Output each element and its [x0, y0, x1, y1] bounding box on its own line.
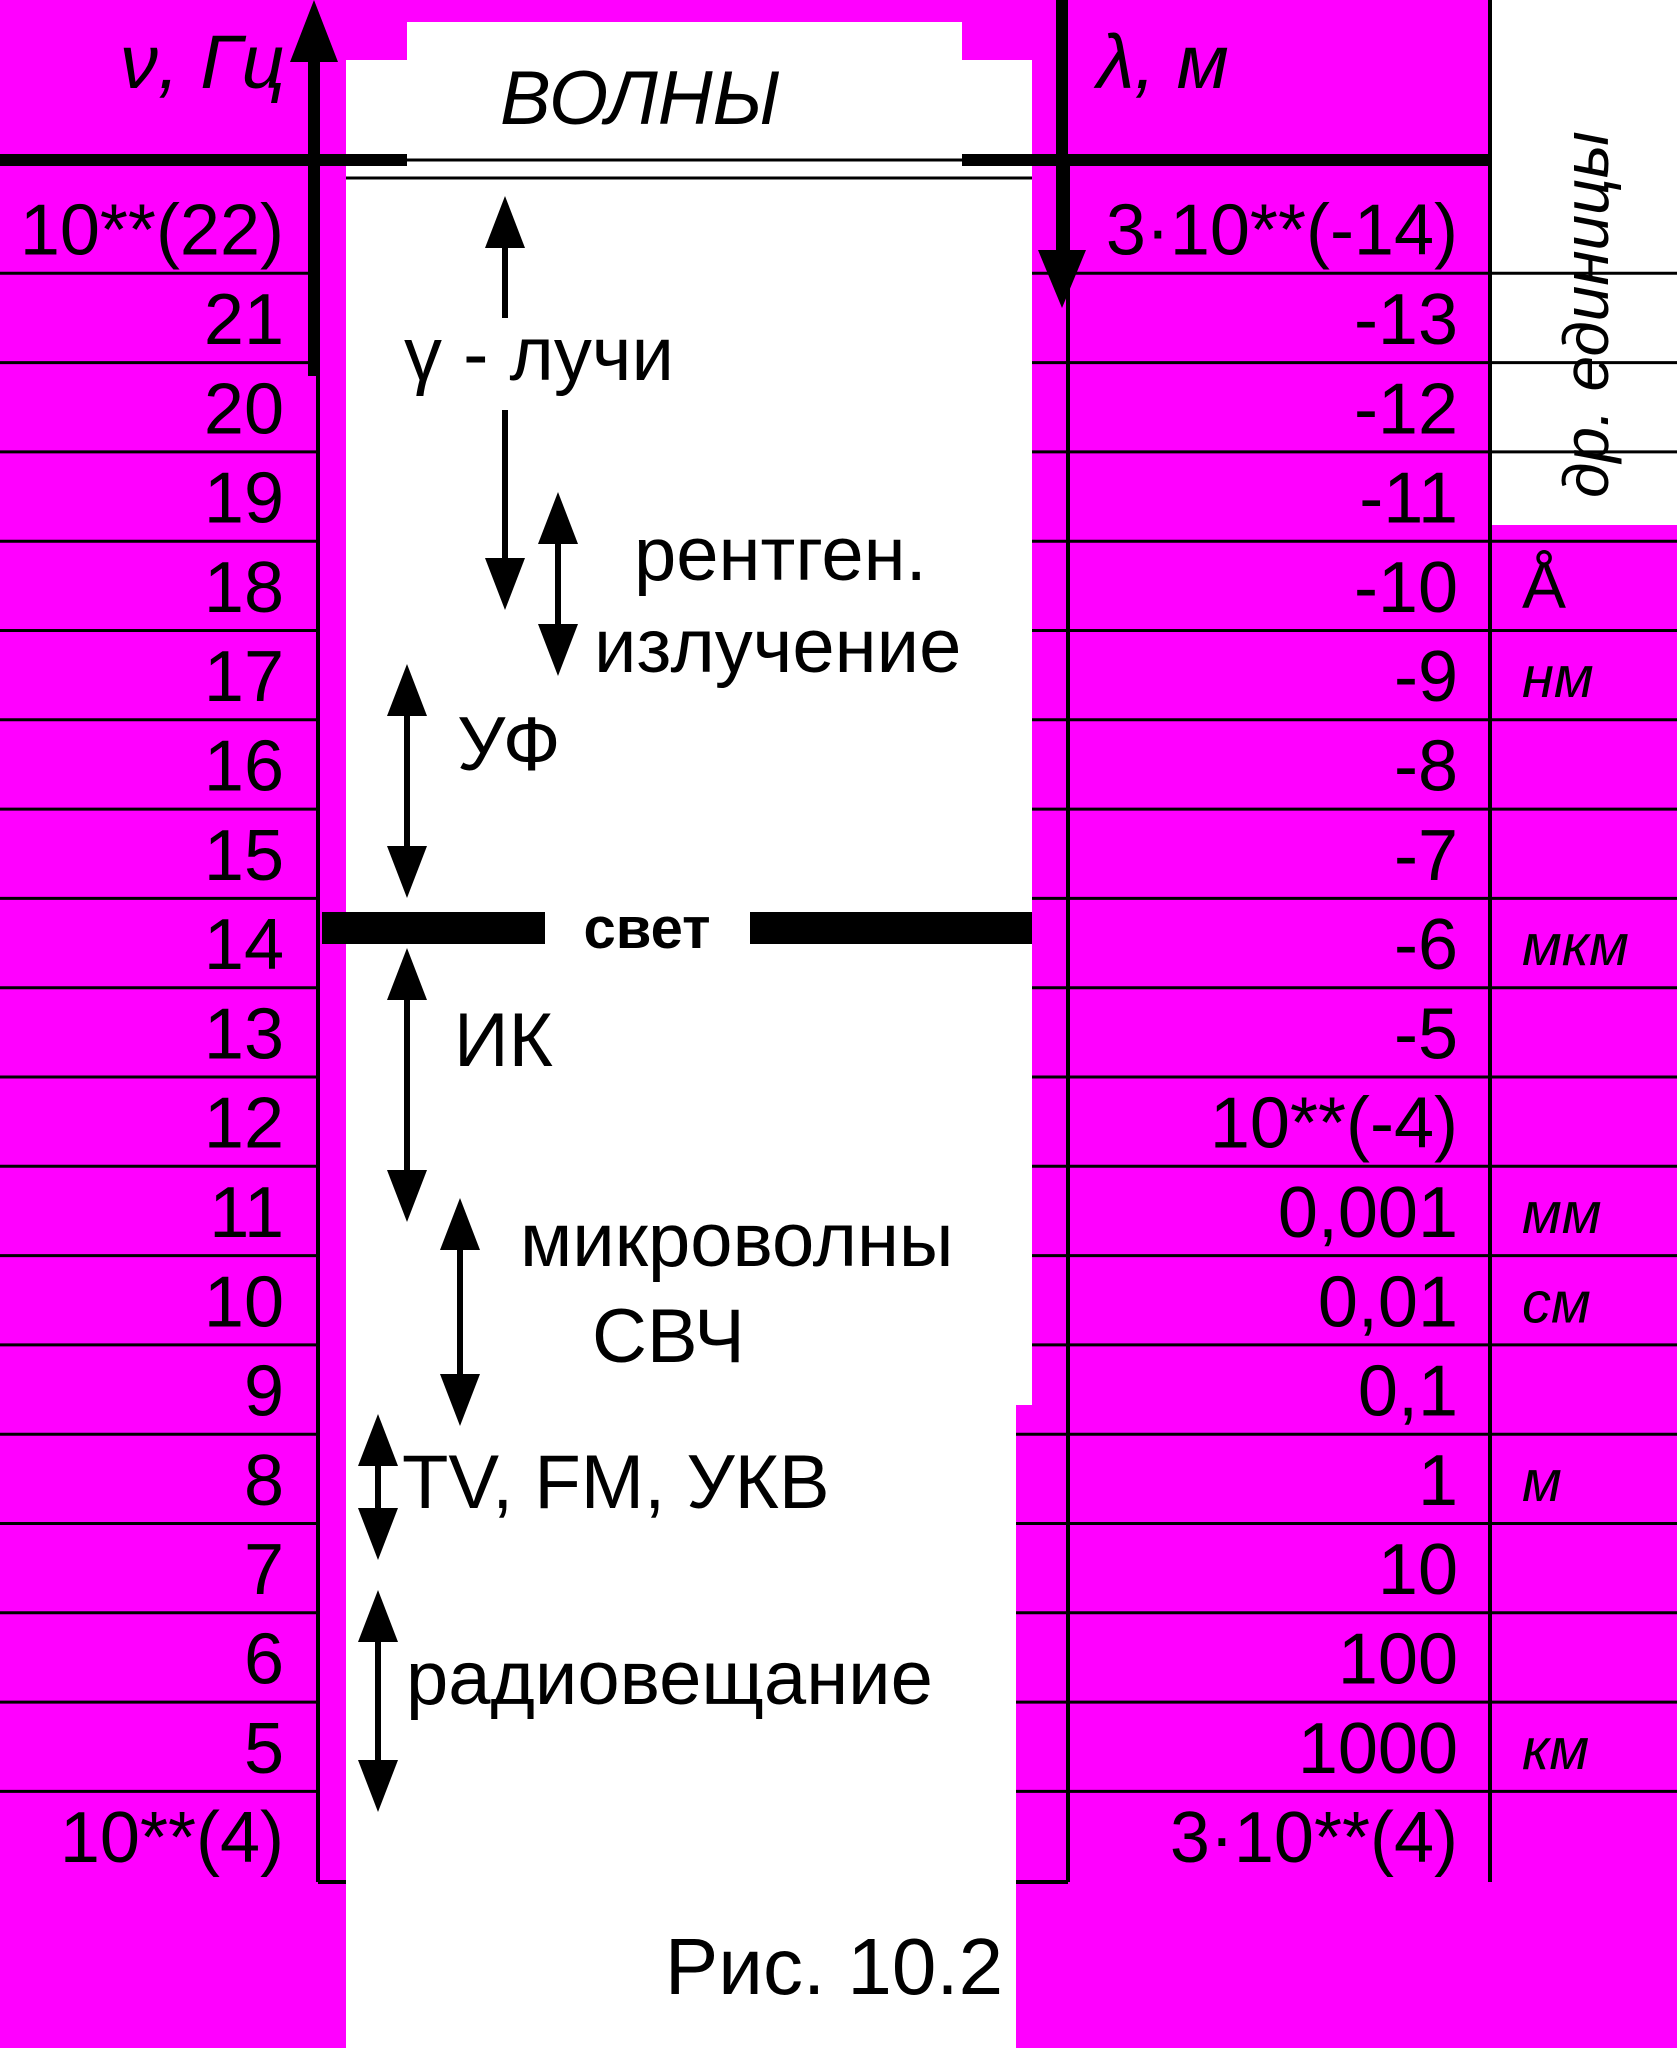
gamma-arrow-up — [485, 196, 525, 318]
unit-label: Å — [1522, 548, 1566, 622]
frequency-label: 14 — [204, 905, 284, 985]
radio-broadcast-label: радиовещание — [406, 1636, 933, 1721]
frequency-label: 9 — [244, 1352, 284, 1432]
unit-label: м — [1522, 1449, 1562, 1514]
unit-label: км — [1522, 1717, 1589, 1782]
ir-arrow — [387, 948, 427, 1222]
frequency-label: 15 — [204, 816, 284, 896]
wavelength-label: -7 — [1394, 816, 1458, 896]
wavelength-label: -5 — [1394, 994, 1458, 1074]
figure-caption: Рис. 10.2 — [665, 1922, 1003, 2011]
wavelength-label: 1000 — [1298, 1709, 1458, 1789]
unit-label: мм — [1522, 1181, 1602, 1246]
frequency-label: 12 — [204, 1084, 284, 1164]
waves-title: ВОЛНЫ — [500, 56, 780, 141]
xray-label-line1: рентген. — [634, 512, 927, 597]
central-panel — [346, 22, 1032, 2048]
row-grid-lines — [0, 271, 1677, 1793]
uv-label: УФ — [457, 702, 561, 787]
vhf-arrow — [358, 1414, 398, 1560]
frequency-label: 10**(4) — [60, 1798, 284, 1878]
microwave-arrow — [440, 1198, 480, 1426]
wavelength-label: 0,1 — [1358, 1352, 1458, 1432]
other-units-header-box — [1492, 0, 1677, 525]
wavelength-label: 3·10**(4) — [1170, 1798, 1458, 1878]
frequency-label: 10 — [204, 1262, 284, 1342]
radio-arrow — [358, 1590, 398, 1812]
wavelength-label: 0,01 — [1318, 1262, 1458, 1342]
wavelength-axis-arrow — [1038, 0, 1086, 308]
frequency-axis-arrow — [290, 0, 338, 376]
frequency-axis-label: ν, Гц — [120, 20, 285, 105]
microwaves-label-line2: СВЧ — [592, 1294, 745, 1379]
wavelength-label: -11 — [1359, 459, 1458, 539]
wavelength-label: 1 — [1418, 1441, 1458, 1521]
wavelength-label: -8 — [1394, 726, 1458, 806]
visible-light-marker — [322, 912, 1032, 944]
wavelength-axis-label: λ, м — [1093, 20, 1229, 105]
frequency-label: 19 — [204, 459, 284, 539]
column-lines — [316, 0, 1492, 1884]
frequency-label: 7 — [244, 1530, 284, 1610]
xray-arrow — [538, 492, 578, 676]
frequency-label: 13 — [204, 994, 284, 1074]
frequency-label: 8 — [244, 1441, 284, 1521]
wavelength-label: 10 — [1378, 1530, 1458, 1610]
microwaves-label-line1: микроволны — [520, 1198, 954, 1283]
frequency-label: 21 — [204, 280, 284, 360]
wavelength-label: -6 — [1394, 905, 1458, 985]
wavelength-label: 10**(-4) — [1210, 1084, 1458, 1164]
wavelength-label: -9 — [1394, 637, 1458, 717]
frequency-label: 20 — [204, 369, 284, 449]
frequency-labels: 10**(22) 21 20 19 18 17 16 15 14 13 12 11 10 9 8 7 6 5 10*… — [20, 191, 284, 1878]
wavelength-label: -10 — [1354, 548, 1458, 628]
wavelength-label: 3·10**(-14) — [1106, 191, 1458, 271]
frequency-label: 16 — [204, 726, 284, 806]
wavelength-label: -12 — [1354, 369, 1458, 449]
wavelength-label: 100 — [1338, 1619, 1458, 1699]
unit-label: мкм — [1522, 913, 1629, 978]
unit-label: нм — [1522, 645, 1594, 710]
wavelength-labels: 3·10**(-14) -13 -12 -11 -10 -9 -8 -7 -6 -5 10**(-4… — [1106, 191, 1458, 1878]
unit-label: см — [1522, 1270, 1591, 1335]
frequency-label: 5 — [244, 1709, 284, 1789]
wavelength-label: -13 — [1354, 280, 1458, 360]
xray-label-line2: излучение — [594, 604, 961, 689]
infrared-label: ИК — [454, 998, 553, 1083]
other-units-label: др. единицы — [1550, 131, 1622, 498]
gamma-arrow-down — [485, 410, 525, 610]
frequency-label: 18 — [204, 548, 284, 628]
light-label: свет — [583, 896, 710, 961]
wavelength-label: 0,001 — [1278, 1173, 1458, 1253]
frequency-label: 10**(22) — [20, 191, 284, 271]
header-divider — [0, 154, 1492, 180]
frequency-label: 6 — [244, 1619, 284, 1699]
frequency-label: 17 — [204, 637, 284, 717]
frequency-label: 11 — [209, 1173, 284, 1253]
vhf-label: TV, FM, УКВ — [402, 1440, 830, 1525]
gamma-rays-label: γ - лучи — [404, 312, 674, 397]
uv-arrow — [387, 664, 427, 898]
band-range-arrows — [358, 196, 578, 1812]
